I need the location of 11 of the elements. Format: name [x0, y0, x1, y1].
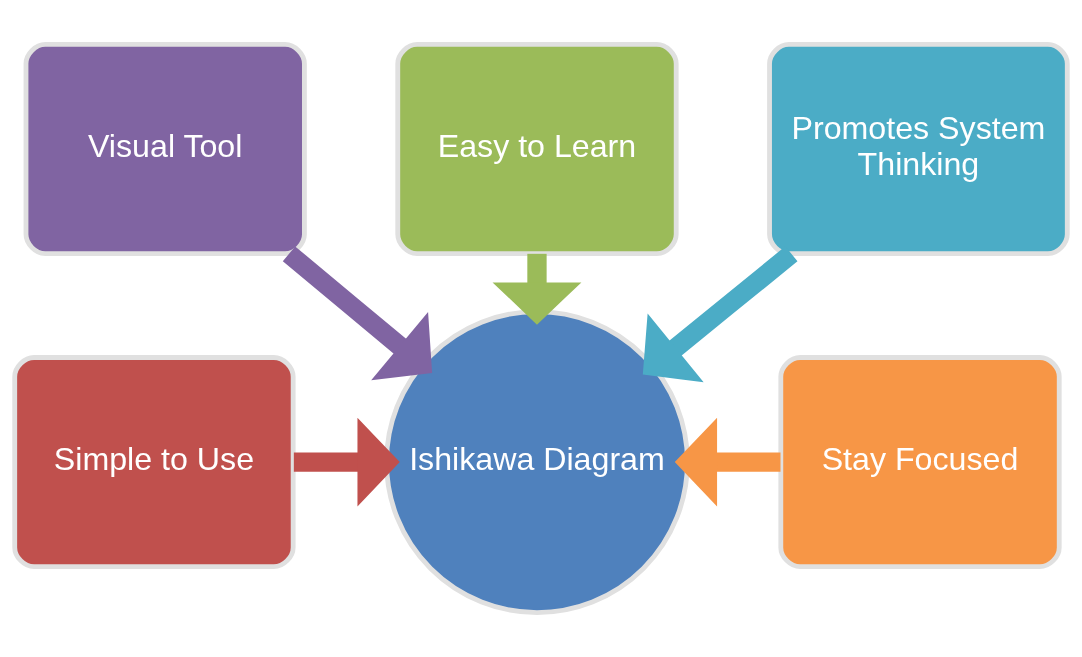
node-box: Simple to Use: [12, 355, 296, 570]
arrow: [492, 253, 582, 325]
arrow: [293, 417, 400, 507]
node-circle: Ishikawa Diagram: [384, 309, 690, 615]
arrow: [674, 417, 781, 507]
node-box: Stay Focused: [778, 355, 1062, 570]
node-box: Promotes System Thinking: [767, 42, 1070, 257]
arrow: [282, 246, 433, 381]
node-box: Visual Tool: [23, 42, 307, 257]
arrow: [642, 246, 798, 383]
node-box: Easy to Learn: [395, 42, 679, 257]
